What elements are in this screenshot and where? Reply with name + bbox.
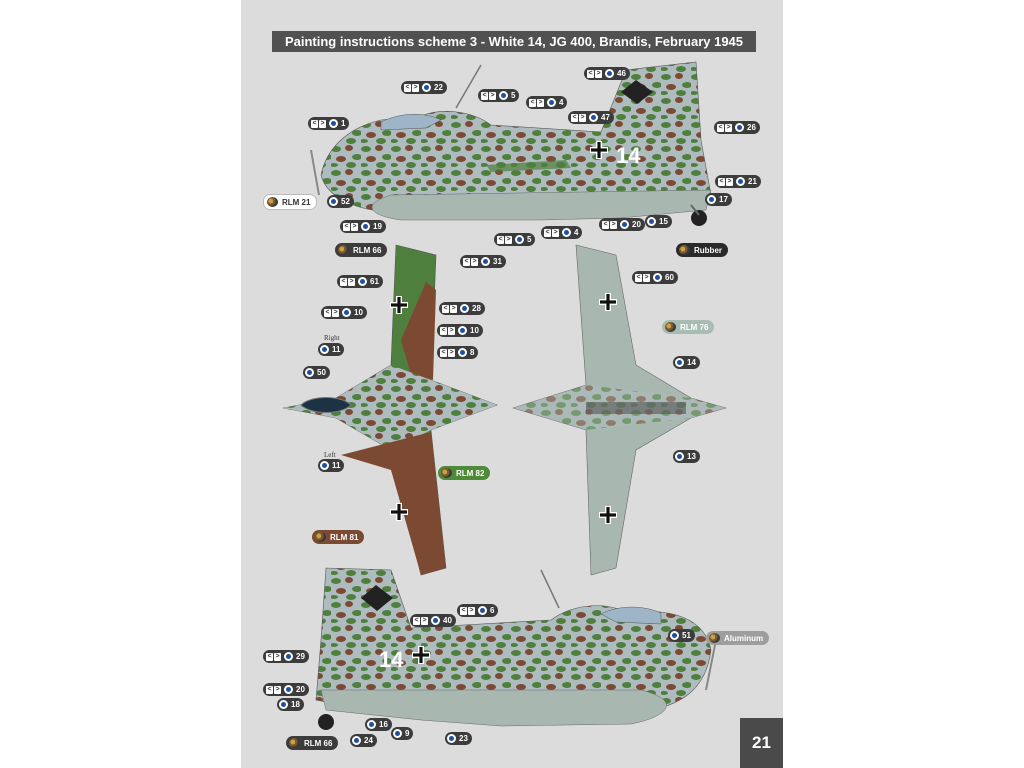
callout-28: <>28: [439, 302, 485, 315]
callout-20-top: <>20: [599, 218, 645, 231]
callout-50: 50: [303, 366, 330, 379]
callout-5-top: <>5: [478, 89, 520, 102]
callout-22: <>22: [401, 81, 447, 94]
callout-13: 13: [673, 450, 700, 463]
callout-10-right: <>10: [437, 324, 483, 337]
color-rlm66-bottom: RLM 66: [286, 736, 339, 750]
callout-31: <>31: [460, 255, 506, 268]
callout-61: <>61: [337, 275, 383, 288]
callout-46: <>46: [584, 67, 630, 80]
callout-9: 9: [391, 727, 414, 740]
color-aluminum: Aluminum: [706, 631, 770, 645]
callout-29: <>29: [263, 650, 309, 663]
page-title: Painting instructions scheme 3 - White 1…: [272, 31, 756, 52]
callout-11-right: 11: [318, 343, 345, 356]
color-rubber: Rubber: [676, 243, 728, 257]
callout-1: <>1: [308, 117, 350, 130]
instruction-sheet: Painting instructions scheme 3 - White 1…: [241, 0, 783, 768]
callout-5-bottom: <>5: [494, 233, 536, 246]
aircraft-illustrations: 14: [282, 61, 728, 730]
color-rlm82: RLM 82: [438, 466, 491, 480]
callout-21: <>21: [715, 175, 761, 188]
callout-52: 52: [327, 195, 354, 208]
callout-23: 23: [445, 732, 472, 745]
callout-10-left: <>10: [321, 306, 367, 319]
color-rlm81: RLM 81: [312, 530, 365, 544]
callout-4-top: <>4: [526, 96, 568, 109]
callout-40: <>40: [410, 614, 456, 627]
fuselage-number-right: 14: [379, 647, 404, 672]
bottom-view: [511, 244, 728, 576]
color-rlm76: RLM 76: [662, 320, 715, 334]
callout-26: <>26: [714, 121, 760, 134]
page-number: 21: [740, 718, 783, 768]
callout-8: <>8: [437, 346, 479, 359]
callout-4-bottom: <>4: [541, 226, 583, 239]
left-wing-label: Left: [324, 451, 336, 459]
callout-16: 16: [365, 718, 392, 731]
callout-19: <>19: [340, 220, 386, 233]
callout-15: 15: [645, 215, 672, 228]
callout-17: 17: [705, 193, 732, 206]
callout-14: 14: [673, 356, 700, 369]
callout-60: <>60: [632, 271, 678, 284]
right-wing-label: Right: [324, 334, 340, 342]
callout-24: 24: [350, 734, 377, 747]
callout-6: <>6: [457, 604, 499, 617]
side-view-left: 14: [310, 61, 712, 226]
callout-47: <>47: [568, 111, 614, 124]
callout-18: 18: [277, 698, 304, 711]
color-rlm21: RLM 21: [263, 194, 318, 210]
color-rlm66: RLM 66: [335, 243, 388, 257]
top-view: [282, 244, 498, 576]
fuselage-number: 14: [616, 143, 641, 168]
side-view-right: 14: [315, 567, 717, 730]
callout-11-left: 11: [318, 459, 345, 472]
callout-20-bottom: <>20: [263, 683, 309, 696]
callout-51: 51: [668, 629, 695, 642]
